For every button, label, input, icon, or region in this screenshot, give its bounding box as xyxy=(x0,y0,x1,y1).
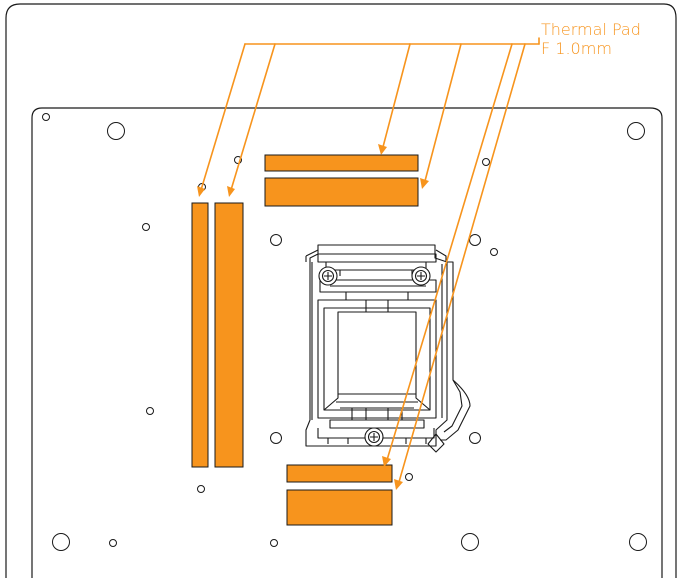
medium-hole xyxy=(270,432,282,444)
small-hole xyxy=(482,158,490,166)
arrowhead-icon xyxy=(420,178,429,189)
leader-line xyxy=(382,43,411,148)
small-hole xyxy=(142,223,150,231)
thermal-pad-vertical-left xyxy=(191,202,209,468)
leader-line xyxy=(424,43,462,182)
socket-screw-icon xyxy=(411,266,431,286)
arrowhead-icon xyxy=(378,144,387,155)
arrowhead-icon xyxy=(394,479,403,490)
leader-line xyxy=(200,43,246,191)
small-hole xyxy=(490,248,498,256)
case-outline xyxy=(5,3,677,578)
mount-hole xyxy=(627,122,645,140)
socket-plate xyxy=(305,244,448,447)
socket-screws xyxy=(318,266,431,447)
small-hole xyxy=(146,407,154,415)
small-holes xyxy=(42,113,498,547)
socket-screw-icon xyxy=(364,427,384,447)
medium-holes xyxy=(270,234,481,444)
small-hole xyxy=(197,485,205,493)
arrowhead-icon xyxy=(227,186,235,197)
thermal-pad-vertical-right xyxy=(214,202,244,468)
thermal-pads xyxy=(191,154,419,526)
thermal-pad-bottom-thin xyxy=(286,464,393,483)
medium-hole xyxy=(270,234,282,246)
thermal-pad-top-wide xyxy=(264,177,419,207)
medium-hole xyxy=(469,432,481,444)
arrowhead-icon xyxy=(197,186,205,197)
socket-frame xyxy=(317,299,437,419)
leader-line xyxy=(386,43,513,461)
small-hole xyxy=(42,113,50,121)
socket-top-bar xyxy=(317,253,437,263)
leader-line xyxy=(230,43,276,191)
mount-hole xyxy=(629,533,647,551)
board-outline xyxy=(31,107,663,578)
mount-hole xyxy=(52,533,70,551)
socket-window xyxy=(337,311,417,395)
mount-holes xyxy=(52,122,647,551)
socket-latch-bar xyxy=(319,279,437,293)
thermal-pad-top-thin xyxy=(264,154,419,172)
small-hole xyxy=(234,156,242,164)
mount-hole xyxy=(107,122,125,140)
medium-hole xyxy=(469,234,481,246)
thermal-pad-label: Thermal Pad xyxy=(541,20,641,39)
mount-hole xyxy=(461,533,479,551)
small-hole xyxy=(109,539,117,547)
arrow-heads xyxy=(197,144,429,490)
leader-line xyxy=(398,43,526,483)
arrowhead-icon xyxy=(382,456,391,467)
small-hole xyxy=(270,539,278,547)
socket-screw-icon xyxy=(318,266,338,286)
thermal-pad-bottom-wide xyxy=(286,489,393,526)
small-hole xyxy=(405,473,413,481)
leader-lines xyxy=(200,37,540,483)
thermal-pad-thickness: F 1.0mm xyxy=(541,39,612,58)
